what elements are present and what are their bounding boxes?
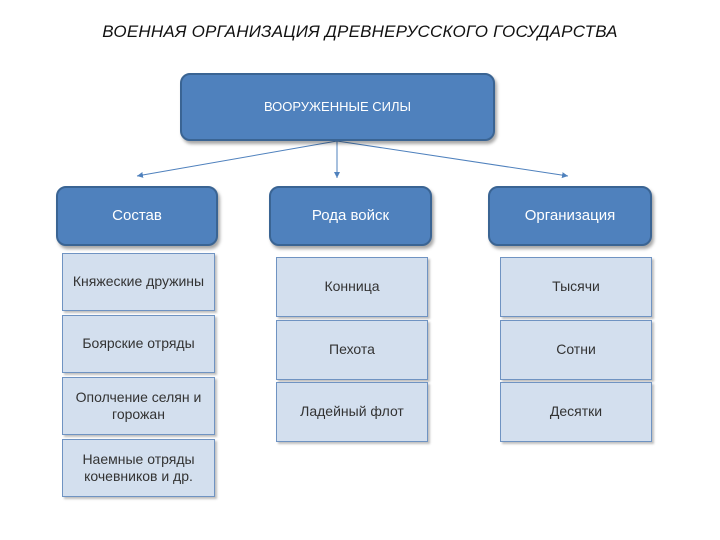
connector-left	[136, 140, 338, 178]
organization-item-tens: Десятки	[500, 382, 652, 442]
troop-type-cavalry: Конница	[276, 257, 428, 317]
root-node: ВООРУЖЕННЫЕ СИЛЫ	[180, 73, 495, 141]
category-organization: Организация	[488, 186, 652, 246]
category-composition: Состав	[56, 186, 218, 246]
composition-item-princely-retinues: Княжеские дружины	[62, 253, 215, 311]
connector-right	[336, 140, 569, 179]
troop-type-fleet: Ладейный флот	[276, 382, 428, 442]
organization-item-hundreds: Сотни	[500, 320, 652, 380]
category-troop-types: Рода войск	[269, 186, 432, 246]
composition-item-militia: Ополчение селян и горожан	[62, 377, 215, 435]
diagram-title: ВОЕННАЯ ОРГАНИЗАЦИЯ ДРЕВНЕРУССКОГО ГОСУД…	[102, 22, 618, 41]
organization-item-thousands: Тысячи	[500, 257, 652, 317]
composition-item-boyar-detachments: Боярские отряды	[62, 315, 215, 373]
composition-item-mercenaries: Наемные отряды кочевников и др.	[62, 439, 215, 497]
troop-type-infantry: Пехота	[276, 320, 428, 380]
